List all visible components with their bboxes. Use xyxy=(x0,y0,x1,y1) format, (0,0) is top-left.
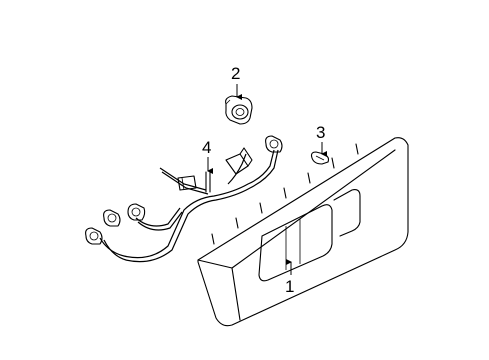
callout-4: 4 xyxy=(202,138,213,174)
callout-4-label: 4 xyxy=(202,138,211,157)
callout-3: 3 xyxy=(316,123,327,157)
connector-left-1 xyxy=(85,227,103,245)
connector-middle xyxy=(177,175,197,191)
wiring-harness xyxy=(85,135,283,263)
callout-2: 2 xyxy=(231,64,242,100)
park-sensor xyxy=(225,95,253,125)
harness-stud xyxy=(205,171,211,193)
bumper-fascia xyxy=(197,137,409,327)
callout-1: 1 xyxy=(285,259,294,296)
retainer-clip xyxy=(310,151,330,165)
connector-left-2 xyxy=(103,209,121,227)
callout-3-label: 3 xyxy=(316,123,325,142)
callout-2-label: 2 xyxy=(231,64,240,83)
callout-1-label: 1 xyxy=(285,277,294,296)
connector-right xyxy=(265,135,283,153)
connector-center-block xyxy=(225,147,253,175)
connector-left-3 xyxy=(127,203,146,221)
